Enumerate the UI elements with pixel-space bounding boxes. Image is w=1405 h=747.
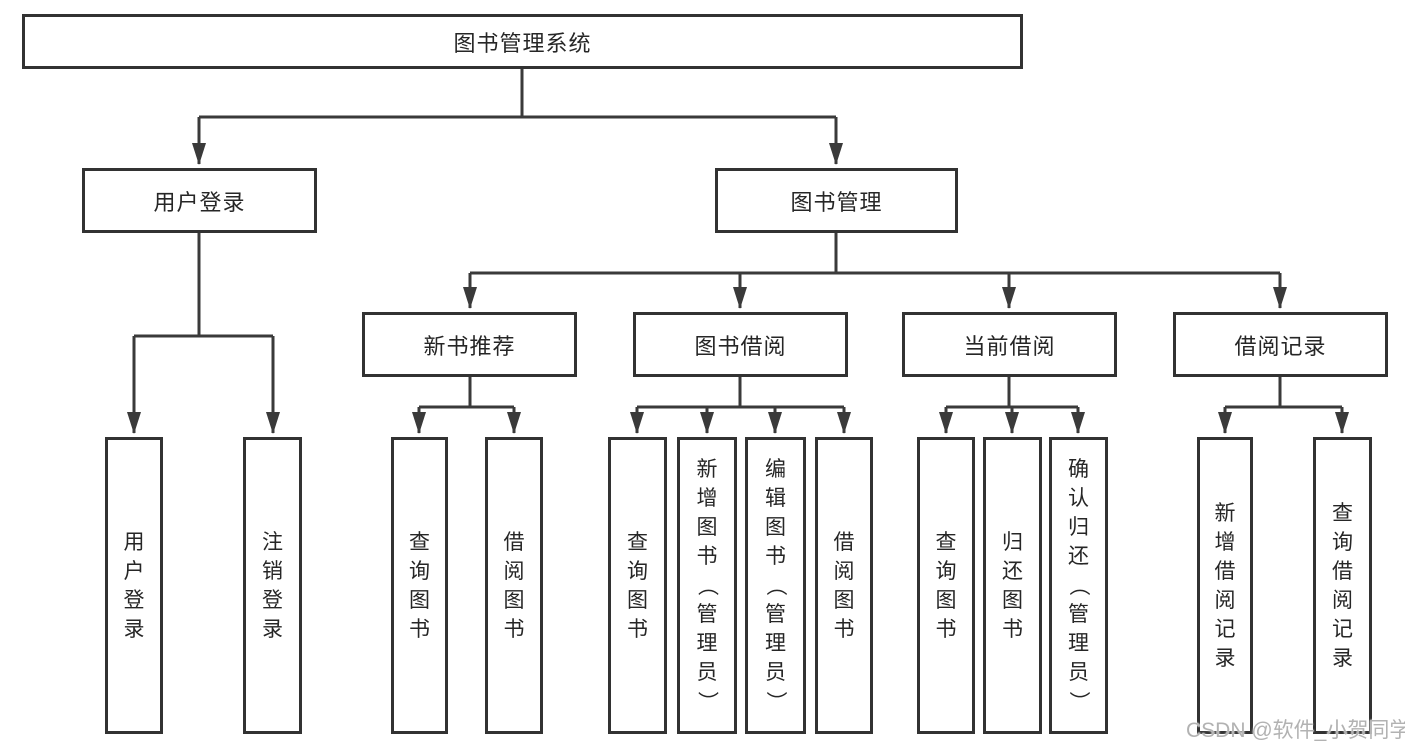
node-root: 图书管理系统 xyxy=(22,14,1023,69)
node-book-management: 图书管理 xyxy=(715,168,958,233)
leaf-query-book-borrowing: 查询图书 xyxy=(608,437,667,734)
csdn-watermark: CSDN @软件_小贺同学 xyxy=(1186,719,1405,742)
leaf-add-borrow-record: 新增借阅记录 xyxy=(1197,437,1253,734)
node-borrow-records: 借阅记录 xyxy=(1173,312,1388,377)
leaf-borrow-book-borrowing: 借阅图书 xyxy=(815,437,873,734)
node-user-login: 用户登录 xyxy=(82,168,317,233)
leaf-user-login: 用户登录 xyxy=(105,437,163,734)
leaf-return-book: 归还图书 xyxy=(983,437,1042,734)
leaf-add-book-admin: 新增图书（管理员） xyxy=(677,437,737,734)
leaf-logout: 注销登录 xyxy=(243,437,302,734)
leaf-edit-book-admin: 编辑图书（管理员） xyxy=(745,437,806,734)
leaf-query-book-current: 查询图书 xyxy=(917,437,975,734)
node-current-borrow: 当前借阅 xyxy=(902,312,1117,377)
leaf-confirm-return-admin: 确认归还（管理员） xyxy=(1049,437,1108,734)
leaf-query-book-recommend: 查询图书 xyxy=(391,437,448,734)
leaf-query-borrow-record: 查询借阅记录 xyxy=(1313,437,1372,734)
leaf-borrow-book-recommend: 借阅图书 xyxy=(485,437,543,734)
node-book-borrowing: 图书借阅 xyxy=(633,312,848,377)
node-new-book-recommend: 新书推荐 xyxy=(362,312,577,377)
